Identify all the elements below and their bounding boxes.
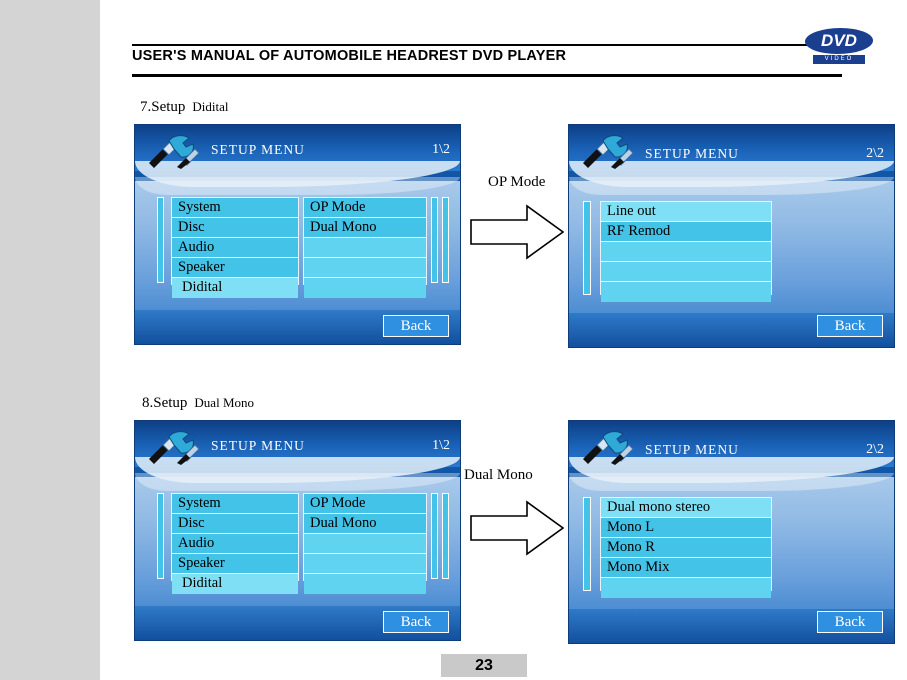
screen-page-indicator: 1\2 [432, 438, 450, 453]
section-7-name: Didital [192, 99, 229, 114]
screen-sheen [135, 473, 460, 491]
section-8-caption: 8.Setup Dual Mono [142, 395, 254, 412]
section-8-number: 8.Setup [142, 395, 188, 411]
menu-item-didital[interactable]: Didital [172, 278, 298, 298]
left-rail [157, 493, 164, 579]
section-7-caption: 7.Setup Didital [140, 99, 229, 116]
menu-item-dual-mono-stereo[interactable]: Dual mono stereo [601, 498, 771, 518]
menu-item-mono-r[interactable]: Mono R [601, 538, 771, 558]
back-button[interactable]: Back [817, 611, 883, 633]
manual-page: USER'S MANUAL OF AUTOMOBILE HEADREST DVD… [100, 0, 907, 680]
setup-left-menu[interactable]: System Disc Audio Speaker Didital [171, 493, 299, 594]
menu-item-op-mode[interactable]: OP Mode [304, 198, 426, 218]
screen-page-indicator: 1\2 [432, 142, 450, 157]
section-8-name: Dual Mono [194, 395, 255, 410]
menu-item-mono-mix[interactable]: Mono Mix [601, 558, 771, 578]
wrench-screwdriver-icon [577, 427, 635, 465]
menu-item-system[interactable]: System [172, 198, 298, 218]
menu-item-blank-1[interactable] [601, 242, 771, 262]
menu-item-audio[interactable]: Audio [172, 238, 298, 258]
menu-item-blank-2[interactable] [304, 554, 426, 574]
section-7-number: 7.Setup [140, 99, 186, 115]
arrow-label-op-mode: OP Mode [488, 174, 546, 190]
screen-sheen [569, 473, 894, 491]
left-rail [583, 201, 591, 295]
dvd-logo-text: DVD [821, 31, 857, 50]
menu-item-op-mode[interactable]: OP Mode [304, 494, 426, 514]
flow-arrow-8 [469, 500, 565, 556]
menu-item-disc[interactable]: Disc [172, 218, 298, 238]
left-rail [583, 497, 591, 591]
screen-page-indicator: 2\2 [866, 442, 884, 457]
menu-item-line-out[interactable]: Line out [601, 202, 771, 222]
menu-item-blank-3[interactable] [601, 282, 771, 302]
wrench-screwdriver-icon [577, 131, 635, 169]
back-button[interactable]: Back [383, 611, 449, 633]
digital-options-menu[interactable]: Line out RF Remod [600, 201, 772, 302]
dvd-logo-bar [813, 55, 865, 64]
screen-sheen [135, 177, 460, 195]
left-rail [157, 197, 164, 283]
menu-item-audio[interactable]: Audio [172, 534, 298, 554]
screen-title: SETUP MENU [211, 142, 305, 157]
right-rail-a [431, 197, 438, 283]
flow-arrow-7 [469, 204, 565, 260]
right-rail-b [442, 197, 449, 283]
header-rule-top [132, 44, 842, 46]
menu-item-system[interactable]: System [172, 494, 298, 514]
screen-page-indicator: 2\2 [866, 146, 884, 161]
menu-item-didital[interactable]: Didital [172, 574, 298, 594]
menu-item-rf-remod[interactable]: RF Remod [601, 222, 771, 242]
back-button[interactable]: Back [817, 315, 883, 337]
header-rule-bottom [132, 74, 842, 77]
screen-sheen [569, 177, 894, 195]
page-number: 23 [441, 654, 527, 677]
menu-item-mono-l[interactable]: Mono L [601, 518, 771, 538]
page-left-margin-band [0, 0, 100, 680]
setup-screen-8-left: SETUP MENU 1\2 System Disc Audio Speaker… [134, 420, 461, 641]
screen-title: SETUP MENU [211, 438, 305, 453]
menu-item-dual-mono[interactable]: Dual Mono [304, 514, 426, 534]
menu-item-speaker[interactable]: Speaker [172, 258, 298, 278]
dvd-video-logo: DVD VIDEO [803, 28, 875, 64]
arrow-label-dual-mono: Dual Mono [464, 467, 533, 483]
wrench-screwdriver-icon [143, 131, 201, 169]
menu-item-speaker[interactable]: Speaker [172, 554, 298, 574]
right-rail-b [442, 493, 449, 579]
back-button[interactable]: Back [383, 315, 449, 337]
menu-item-blank-1[interactable] [304, 534, 426, 554]
dual-mono-options-menu[interactable]: Dual mono stereo Mono L Mono R Mono Mix [600, 497, 772, 598]
dvd-logo-subtext: VIDEO [824, 56, 854, 62]
menu-item-blank-1[interactable] [601, 578, 771, 598]
menu-item-blank-1[interactable] [304, 238, 426, 258]
wrench-screwdriver-icon [143, 427, 201, 465]
menu-item-blank-3[interactable] [304, 278, 426, 298]
setup-left-menu[interactable]: System Disc Audio Speaker Didital [171, 197, 299, 298]
setup-right-menu[interactable]: OP Mode Dual Mono [303, 493, 427, 594]
setup-screen-8-right: SETUP MENU 2\2 Dual mono stereo Mono L M… [568, 420, 895, 644]
setup-screen-7-right: SETUP MENU 2\2 Line out RF Remod Back [568, 124, 895, 348]
setup-screen-7-left: SETUP MENU 1\2 System Disc Audio Speaker… [134, 124, 461, 345]
screen-title: SETUP MENU [645, 442, 739, 457]
menu-item-dual-mono[interactable]: Dual Mono [304, 218, 426, 238]
menu-item-blank-3[interactable] [304, 574, 426, 594]
menu-item-blank-2[interactable] [601, 262, 771, 282]
menu-item-disc[interactable]: Disc [172, 514, 298, 534]
screen-title: SETUP MENU [645, 146, 739, 161]
setup-right-menu[interactable]: OP Mode Dual Mono [303, 197, 427, 298]
page-title: USER'S MANUAL OF AUTOMOBILE HEADREST DVD… [132, 48, 567, 64]
right-rail-a [431, 493, 438, 579]
menu-item-blank-2[interactable] [304, 258, 426, 278]
